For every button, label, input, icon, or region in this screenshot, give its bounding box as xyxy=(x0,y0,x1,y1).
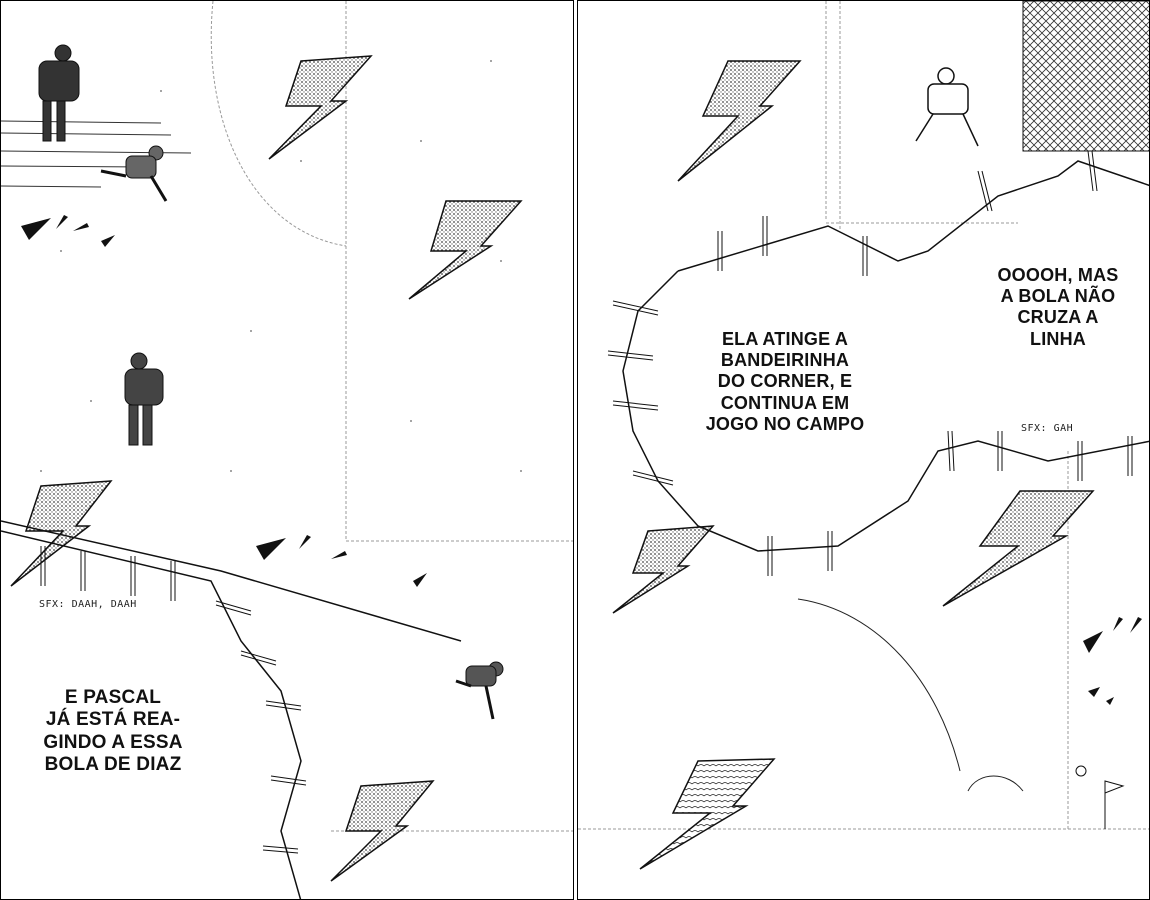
sfx-label: SFX: DAAH, DAAH xyxy=(39,599,137,610)
right-panel-artwork xyxy=(578,1,1149,870)
ball xyxy=(1075,765,1087,777)
corner-flag xyxy=(1104,780,1125,829)
grass-dots xyxy=(40,60,522,472)
motion-marks xyxy=(10,55,523,882)
left-panel-artwork xyxy=(1,1,573,899)
ball-trajectory xyxy=(797,598,1024,792)
jagged-balloon-border xyxy=(1,520,462,899)
player-running xyxy=(100,145,168,202)
manga-panel-right: ELA ATINGE A BANDEIRINHA DO CORNER, E CO… xyxy=(577,0,1150,900)
jagged-balloon-border xyxy=(622,160,1149,552)
narration-caption-right: OOOOH, MAS A BOLA NÃO CRUZA A LINHA xyxy=(997,265,1119,349)
balloon-spikes xyxy=(607,150,1133,576)
goalkeeper xyxy=(915,67,979,147)
player-pascal xyxy=(455,661,504,720)
balloon-spikes xyxy=(40,546,307,854)
goal-net xyxy=(1022,1,1149,152)
sfx-label: SFX: GAH xyxy=(1021,423,1074,434)
player-top xyxy=(38,44,80,142)
player-middle xyxy=(124,352,164,446)
panel-gutter xyxy=(574,0,577,900)
field-lines xyxy=(210,1,573,832)
sfx-strokes xyxy=(1083,617,1142,705)
narration-caption: E PASCAL JÁ ESTÁ REA- GINDO A ESSA BOLA … xyxy=(43,687,183,776)
narration-caption-center: ELA ATINGE A BANDEIRINHA DO CORNER, E CO… xyxy=(705,329,865,434)
motion-marks xyxy=(612,60,1095,870)
manga-panel-left: SFX: DAAH, DAAH E PASCAL JÁ ESTÁ REA- GI… xyxy=(0,0,574,900)
sfx-strokes xyxy=(21,215,427,587)
